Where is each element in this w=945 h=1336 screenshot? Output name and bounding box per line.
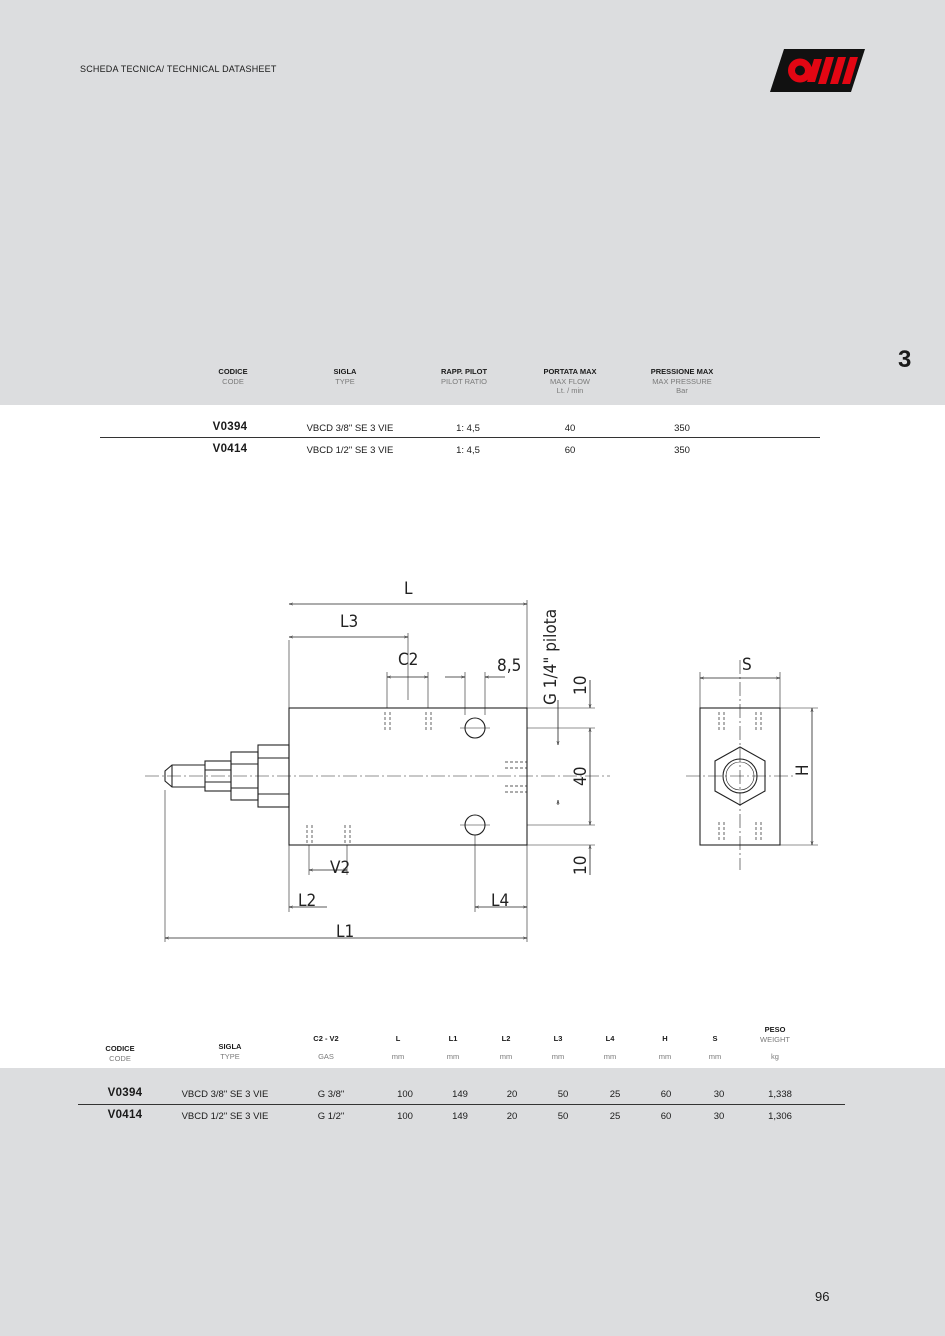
dim-label-L1: L1 xyxy=(336,922,354,942)
table2-header-code: CODICE CODE xyxy=(105,1044,135,1063)
table2-divider xyxy=(78,1104,845,1105)
table2-row2-H: 60 xyxy=(660,1111,672,1122)
dim-label-L3: L3 xyxy=(340,612,358,632)
table2-header-L: L mm xyxy=(391,1034,405,1061)
table2-header-L2: L2 mm xyxy=(499,1034,513,1061)
table1-row2-ratio: 1: 4,5 xyxy=(456,445,480,456)
table2-row2-code: V0414 xyxy=(107,1109,143,1121)
brand-logo-icon xyxy=(770,49,865,92)
table2-row1-weight: 1,338 xyxy=(768,1089,792,1100)
table2-row2-L3: 50 xyxy=(557,1111,569,1122)
table2-row2-type: VBCD 1/2" SE 3 VIE xyxy=(181,1111,269,1122)
dim-label-L2: L2 xyxy=(298,891,316,911)
table1-row2-code: V0414 xyxy=(212,443,248,455)
table2-row2-weight: 1,306 xyxy=(768,1111,792,1122)
table2-row1-L1: 149 xyxy=(452,1089,468,1100)
table1-header-type: SIGLA TYPE xyxy=(333,367,357,386)
table1-header-code: CODICE CODE xyxy=(218,367,248,386)
table2-row2-L2: 20 xyxy=(506,1111,518,1122)
dim-label-L: L xyxy=(404,579,413,599)
table2-row1-L3: 50 xyxy=(557,1089,569,1100)
table2-row1-L2: 20 xyxy=(506,1089,518,1100)
table1-row1-pressure: 350 xyxy=(674,423,690,434)
side-view-hex xyxy=(714,746,766,806)
table1-row2-flow: 60 xyxy=(564,445,576,456)
dim-label-S: S xyxy=(742,655,752,675)
table1-row1-flow: 40 xyxy=(564,423,576,434)
table1-divider xyxy=(100,437,820,438)
table1-row2-pressure: 350 xyxy=(674,445,690,456)
table2-header-L4: L4 mm xyxy=(603,1034,617,1061)
table2-row1-H: 60 xyxy=(660,1089,672,1100)
dim-label-pilot-port: G 1/4" pilota xyxy=(541,609,561,705)
table2-header-L1: L1 mm xyxy=(446,1034,460,1061)
table1-header-max-flow: PORTATA MAX MAX FLOW Lt. / min xyxy=(543,367,597,395)
table1-header-max-pressure: PRESSIONE MAX MAX PRESSURE Bar xyxy=(650,367,714,395)
dim-label-H: H xyxy=(793,764,813,776)
table1-row2-type: VBCD 1/2" SE 3 VIE xyxy=(306,445,394,456)
table2-row1-L4: 25 xyxy=(609,1089,621,1100)
dim-label-10-bottom: 10 xyxy=(571,856,591,875)
header-title: SCHEDA TECNICA/ TECHNICAL DATASHEET xyxy=(80,64,277,74)
table2-header-type: SIGLA TYPE xyxy=(218,1042,242,1061)
table2-row2-L1: 149 xyxy=(452,1111,468,1122)
table2-row2-c2v2: G 1/2" xyxy=(317,1111,345,1122)
dim-label-L4: L4 xyxy=(491,891,509,911)
bottom-gray-band xyxy=(0,1068,945,1336)
table2-row1-c2v2: G 3/8" xyxy=(317,1089,345,1100)
dim-label-V2: V2 xyxy=(330,858,350,878)
table2-row1-L: 100 xyxy=(397,1089,413,1100)
section-number: 3 xyxy=(898,346,912,373)
adjustment-screw xyxy=(164,764,205,788)
table2-row2-S: 30 xyxy=(713,1111,725,1122)
dim-label-40: 40 xyxy=(571,767,591,786)
valve-body xyxy=(288,707,528,846)
page-number: 96 xyxy=(815,1289,830,1304)
table2-row2-L: 100 xyxy=(397,1111,413,1122)
table2-header-L3: L3 mm xyxy=(551,1034,565,1061)
table2-row1-code: V0394 xyxy=(107,1087,143,1099)
dim-label-8-5: 8,5 xyxy=(497,656,521,676)
table2-header-H: H mm xyxy=(658,1034,672,1061)
dim-label-10-top: 10 xyxy=(571,676,591,695)
table1-row1-ratio: 1: 4,5 xyxy=(456,423,480,434)
table2-row2-L4: 25 xyxy=(609,1111,621,1122)
table2-row1-type: VBCD 3/8" SE 3 VIE xyxy=(181,1089,269,1100)
table1-row1-type: VBCD 3/8" SE 3 VIE xyxy=(306,423,394,434)
table2-header-weight: PESO WEIGHT kg xyxy=(760,1025,790,1061)
table2-header-c2-v2: C2 - V2 GAS xyxy=(313,1034,339,1061)
dim-label-C2: C2 xyxy=(398,650,418,670)
table1-header-pilot-ratio: RAPP. PILOT PILOT RATIO xyxy=(440,367,488,386)
table2-row1-S: 30 xyxy=(713,1089,725,1100)
table2-header-S: S mm xyxy=(708,1034,722,1061)
table1-row1-code: V0394 xyxy=(212,421,248,433)
